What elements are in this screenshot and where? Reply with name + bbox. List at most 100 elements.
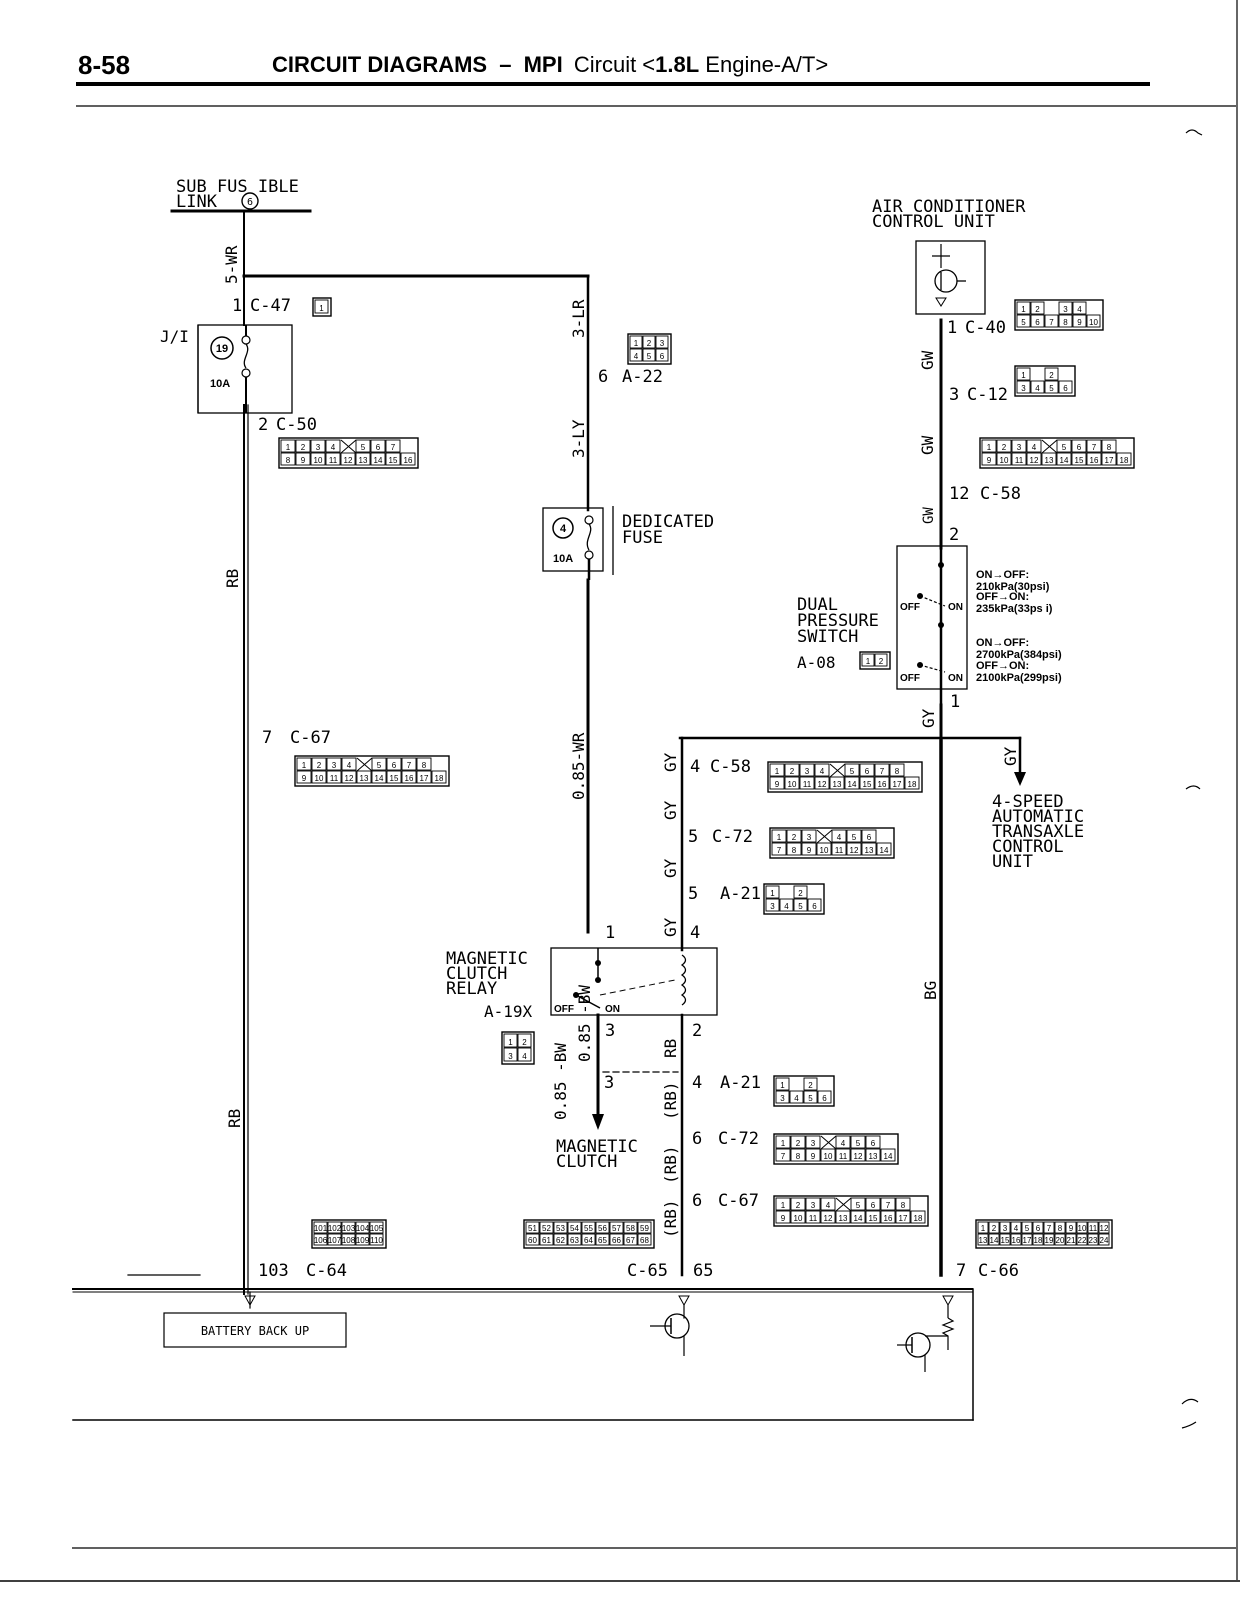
dps-box: [896, 545, 968, 690]
connector-pin-number: 110: [370, 1236, 383, 1245]
connector-pin-number: 60: [528, 1236, 537, 1245]
connector-pin-number: 3: [811, 1139, 816, 1148]
connector-pin-number: 9: [302, 774, 307, 783]
connector-cavity: [1043, 1221, 1055, 1234]
wire-label-bg: BG: [921, 981, 940, 1000]
connector-pin-number: 3: [811, 1201, 816, 1210]
connector-cavity: [1058, 301, 1073, 315]
sub-fusible-label-2: LINK: [176, 192, 218, 212]
connector-cavity: [1043, 1233, 1055, 1246]
connector-cavity: [859, 776, 875, 790]
connector-blank-cavity: [1041, 439, 1058, 454]
connector-pin-number: 3: [1017, 443, 1022, 452]
connector-cavity: [341, 770, 357, 784]
atcu-label-4: CONTROL: [992, 837, 1064, 857]
relay-box: [550, 947, 718, 1016]
connector-cavity: [1086, 452, 1102, 466]
connector-pin-number: 10: [820, 846, 829, 855]
connector-pin-number: 15: [863, 780, 872, 789]
conn-name-c72a: C-72: [712, 827, 753, 847]
connector-pin-number: 6: [871, 1201, 876, 1210]
connector-cavity: [341, 1221, 356, 1234]
connector-cavity: [311, 770, 327, 784]
connector-cavity: [861, 653, 875, 667]
connector-cavity: [803, 1077, 818, 1091]
connector-pin-number: 10: [314, 456, 323, 465]
connector-pin-number: 105: [370, 1224, 384, 1233]
wire-label-gy-4: GY: [661, 917, 680, 937]
connector-pin-number: 104: [356, 1224, 370, 1233]
connector-cavity: [355, 439, 371, 453]
connector-pin-number: 1: [775, 767, 780, 776]
dps-spec-6: 2700kPa(384psi): [976, 649, 1062, 661]
connector-cavity: [386, 770, 402, 784]
connector-blank-cavity: [829, 763, 846, 778]
connector-cavity: [295, 439, 311, 453]
connector-cavity: [655, 335, 669, 349]
connector-pin-number: 6: [1035, 318, 1040, 327]
wire-label-gy-3: GY: [661, 858, 680, 878]
connector-cavity: [369, 1233, 384, 1246]
connector-cavity: [567, 1221, 582, 1234]
connector-pin-number: 16: [404, 456, 413, 465]
connector-cavity: [400, 452, 416, 466]
connector-pin-number: 3: [805, 767, 810, 776]
connector-cavity: [775, 1077, 790, 1091]
connector-cavity: [385, 439, 401, 453]
connector-cavity: [803, 1090, 818, 1104]
connector-pin-number: 16: [884, 1214, 893, 1223]
connector-cavity: [1016, 301, 1031, 315]
wire-label-rb-paren-2: (RB): [661, 1145, 680, 1184]
pin-relay-3: 3: [605, 1021, 615, 1041]
magnetic-clutch: MAGNETIC CLUTCH: [556, 1137, 638, 1172]
connector-pin-number: 11: [1089, 1224, 1098, 1233]
connector-pin-number: 3: [332, 761, 337, 770]
connector-cavity: [801, 829, 817, 843]
conn-name-c47: C-47: [250, 296, 291, 316]
connector-pin-number: 6: [1063, 384, 1068, 393]
connector-cavity: [642, 335, 656, 349]
dps-contact-3: [938, 622, 944, 628]
connector-pin-number: 23: [1089, 1236, 1098, 1245]
connector-pin-number: 3: [1021, 384, 1026, 393]
connector-cavity: [517, 1047, 532, 1062]
connector-cavity: [1030, 301, 1045, 315]
wire-label-rb-1: RB: [223, 569, 242, 588]
connector-pin-number: 61: [542, 1236, 551, 1245]
connector-cavity: [1098, 1221, 1110, 1234]
ac-unit-box: [915, 240, 986, 315]
connector-cavity: [1030, 380, 1045, 394]
connector-cavity: [846, 829, 862, 843]
connector-pin-number: 10: [788, 780, 797, 789]
connector-pin-number: 64: [584, 1236, 593, 1245]
connector-cavity: [844, 776, 860, 790]
connector-pin-number: 15: [390, 774, 399, 783]
connector-cavity: [655, 348, 669, 362]
pin-c40: 1: [947, 318, 957, 338]
connector-cavity: [1058, 314, 1073, 328]
connector-cavity: [988, 1233, 1000, 1246]
connector-cavity: [769, 763, 785, 777]
connector-cavity: [1044, 380, 1059, 394]
pin-c50: 2: [258, 415, 268, 435]
pin-c58a: 12: [949, 484, 969, 504]
connector-pin-number: 2: [1049, 371, 1054, 380]
connector-pin-number: 2: [796, 1139, 801, 1148]
connector-cavity: [850, 1135, 866, 1149]
dedicated-fuse: 4 10A DEDICATED FUSE: [542, 506, 714, 580]
wire-label-rb-2: RB: [225, 1109, 244, 1128]
connector-cavity: [1072, 314, 1087, 328]
connector-cavity: [831, 842, 847, 856]
connector-pin-number: 4: [841, 1139, 846, 1148]
connector-pin-number: 8: [286, 456, 291, 465]
connector-pin-number: 13: [839, 1214, 848, 1223]
connector-cavity: [1011, 439, 1027, 453]
connector-pin-number: 65: [598, 1236, 607, 1245]
connector-pin-number: 1: [781, 1201, 786, 1210]
connector-pin-number: 10: [794, 1214, 803, 1223]
connector-cavity: [637, 1233, 652, 1246]
connector-cavity: [313, 1233, 328, 1246]
connector-pin-number: 10: [315, 774, 324, 783]
